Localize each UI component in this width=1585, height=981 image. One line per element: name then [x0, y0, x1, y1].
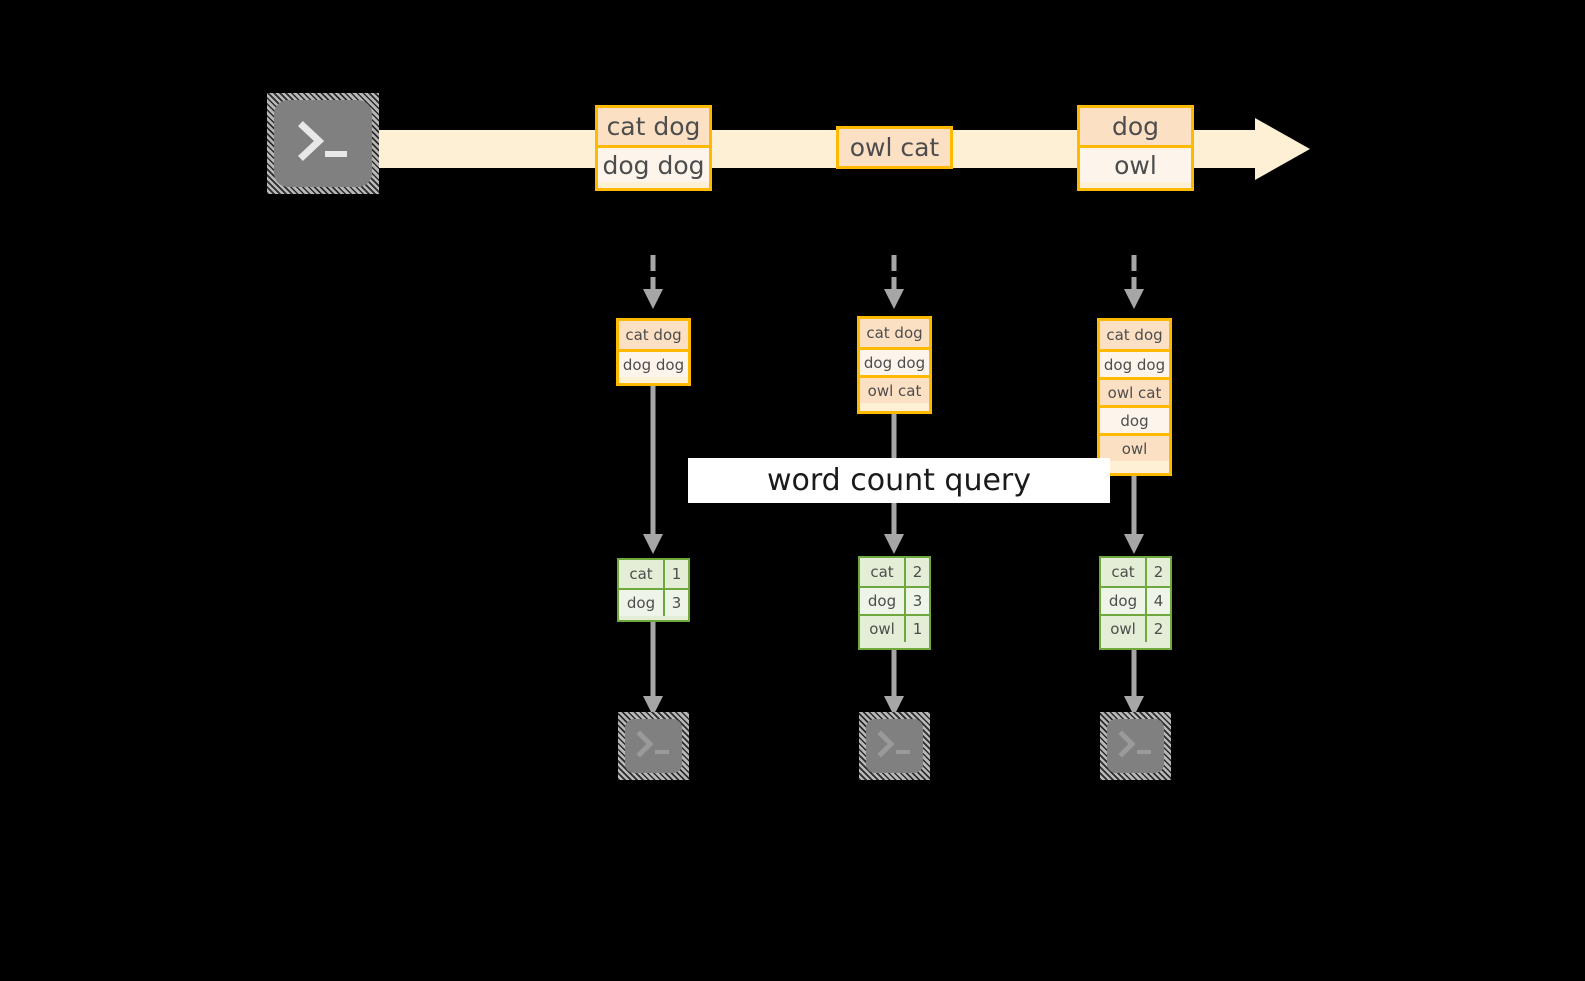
- input-row: dog dog: [860, 347, 929, 375]
- terminal-screen: [866, 719, 923, 773]
- input-row: owl cat: [860, 375, 929, 403]
- batch-3-input-arrow: [1124, 255, 1144, 309]
- batch-2-input-box: cat dog dog dog owl cat: [857, 316, 932, 414]
- batch-1-query-arrow: [643, 386, 663, 554]
- terminal-screen: [1107, 719, 1164, 773]
- result-word: owl: [869, 620, 895, 638]
- batch-3-sink-arrow: [1124, 650, 1144, 716]
- result-count: 2: [904, 558, 929, 586]
- event-row: cat dog: [598, 108, 709, 145]
- result-word: cat: [1111, 563, 1135, 581]
- result-word: owl: [1110, 620, 1136, 638]
- result-word: cat: [629, 565, 653, 583]
- prompt-glyph-icon: [877, 730, 910, 758]
- batch-2-result-table: cat 2 dog 3 owl 1: [858, 556, 931, 650]
- batch-2-sink-arrow: [884, 650, 904, 716]
- table-row: dog 3: [619, 588, 688, 616]
- result-count: 3: [904, 588, 929, 614]
- result-word: cat: [870, 563, 894, 581]
- event-row: owl: [1080, 145, 1191, 182]
- batch-1-sink-terminal-icon: [618, 712, 689, 780]
- table-row: cat 2: [860, 558, 929, 586]
- table-row: owl 2: [1101, 614, 1170, 642]
- batch-1-input-arrow: [643, 255, 663, 309]
- input-row: cat dog: [619, 321, 688, 349]
- stream-event-2: owl cat: [836, 126, 953, 169]
- event-row: owl cat: [839, 129, 950, 166]
- result-count: 2: [1145, 616, 1170, 642]
- query-label-text: word count query: [766, 463, 1032, 498]
- batch-1-result-table: cat 1 dog 3: [617, 558, 690, 622]
- stream-event-3: dog owl: [1077, 105, 1194, 191]
- terminal-screen: [274, 100, 372, 187]
- table-row: dog 4: [1101, 586, 1170, 614]
- input-row: dog dog: [619, 349, 688, 377]
- result-word: dog: [1101, 588, 1145, 614]
- input-row: owl cat: [1100, 377, 1169, 405]
- result-count: 2: [1145, 558, 1170, 586]
- batch-3-input-box: cat dog dog dog owl cat dog owl: [1097, 318, 1172, 476]
- stream-event-1: cat dog dog dog: [595, 105, 712, 191]
- batch-3-query-arrow: [1124, 476, 1144, 554]
- prompt-glyph-icon: [1118, 730, 1151, 758]
- query-label: word count query: [688, 458, 1110, 503]
- source-terminal-icon: [267, 93, 379, 194]
- batch-2-sink-terminal-icon: [859, 712, 930, 780]
- batch-1-input-box: cat dog dog dog: [616, 318, 691, 386]
- table-row: owl 1: [860, 614, 929, 642]
- prompt-glyph-icon: [298, 121, 347, 161]
- input-row: cat dog: [860, 319, 929, 347]
- input-row: dog: [1100, 405, 1169, 433]
- table-row: cat 1: [619, 560, 688, 588]
- input-row: owl: [1100, 433, 1169, 461]
- terminal-screen: [625, 719, 682, 773]
- result-word: dog: [860, 588, 904, 614]
- batch-3-sink-terminal-icon: [1100, 712, 1171, 780]
- result-count: 3: [663, 590, 688, 616]
- result-count: 1: [904, 616, 929, 642]
- input-row: cat dog: [1100, 321, 1169, 349]
- batch-3-result-table: cat 2 dog 4 owl 2: [1099, 556, 1172, 650]
- table-row: cat 2: [1101, 558, 1170, 586]
- batch-2-input-arrow: [884, 255, 904, 309]
- batch-1-sink-arrow: [643, 622, 663, 716]
- event-row: dog: [1080, 108, 1191, 145]
- event-row: dog dog: [598, 145, 709, 182]
- prompt-glyph-icon: [636, 730, 669, 758]
- result-word: dog: [619, 590, 663, 616]
- result-count: 1: [663, 560, 688, 588]
- input-row: dog dog: [1100, 349, 1169, 377]
- table-row: dog 3: [860, 586, 929, 614]
- result-count: 4: [1145, 588, 1170, 614]
